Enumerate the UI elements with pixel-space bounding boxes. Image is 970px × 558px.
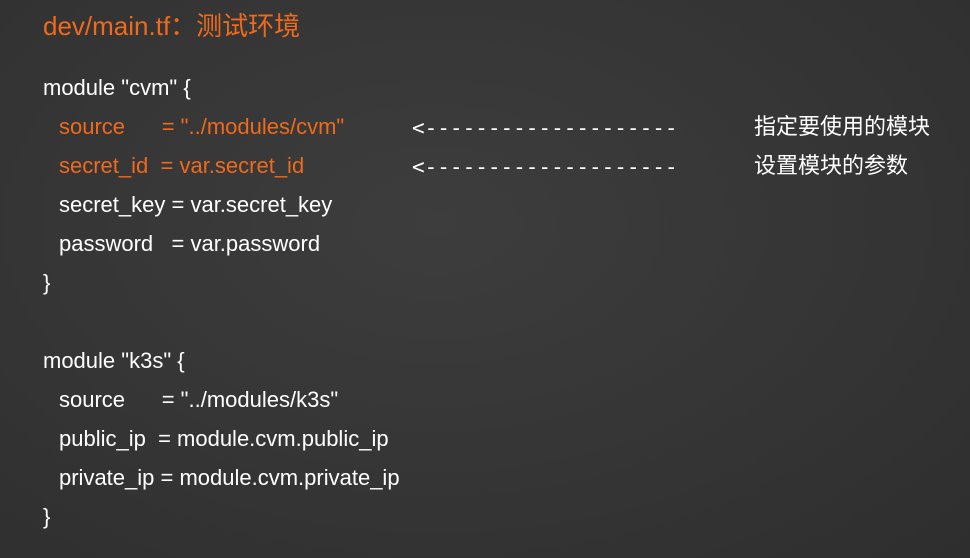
module-k3s-header: module "k3s" {	[43, 348, 185, 373]
module-cvm-source-line: source = "../modules/cvm"	[59, 114, 345, 139]
module-cvm-password-line: password = var.password	[59, 231, 321, 256]
annotation-module-params: 设置模块的参数	[754, 153, 909, 178]
page-title: dev/main.tf：测试环境	[43, 11, 301, 41]
annotation-module-source: 指定要使用的模块	[754, 114, 931, 139]
module-k3s-public-ip-line: public_ip = module.cvm.public_ip	[59, 426, 389, 451]
module-cvm-header: module "cvm" {	[43, 75, 191, 100]
module-k3s-private-ip-line: private_ip = module.cvm.private_ip	[59, 465, 400, 490]
module-k3s-closing-brace: }	[43, 504, 51, 529]
module-cvm-secret-id-line: secret_id = var.secret_id	[59, 153, 305, 178]
left-arrow-icon: <--------------------	[412, 116, 678, 140]
module-cvm-secret-key-line: secret_key = var.secret_key	[59, 192, 333, 217]
module-k3s-source-line: source = "../modules/k3s"	[59, 387, 339, 412]
left-arrow-icon: <--------------------	[412, 155, 678, 179]
module-cvm-closing-brace: }	[43, 270, 51, 295]
